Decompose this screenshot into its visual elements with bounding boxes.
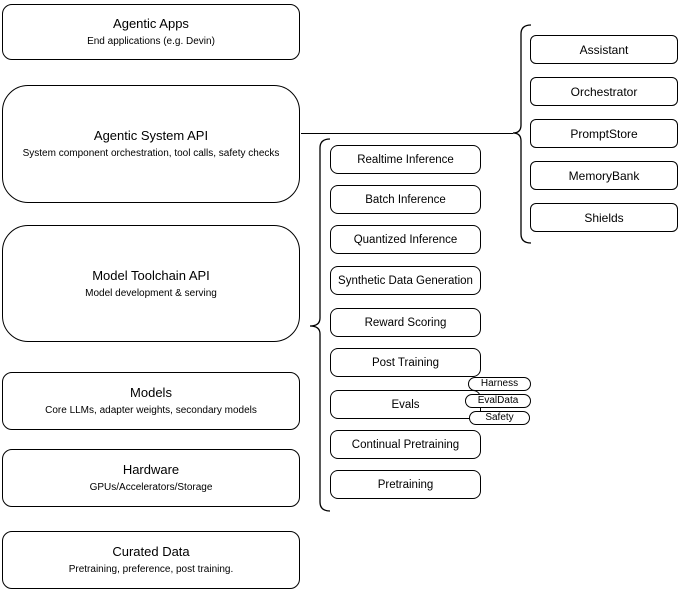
node-label: Continual Pretraining [351,438,460,451]
node-reward-scoring: Reward Scoring [330,308,481,337]
node-synthetic-data-generation: Synthetic Data Generation [330,266,481,295]
node-label: Orchestrator [570,84,638,99]
node-title: Hardware [122,462,180,477]
node-label: Pretraining [377,478,434,491]
node-label: Evals [391,398,420,411]
node-label: Realtime Inference [357,153,454,166]
pill-harness: Harness [468,377,531,391]
node-label: Reward Scoring [364,316,447,329]
brace-model-toolchain-group [309,138,331,512]
node-orchestrator: Orchestrator [530,77,678,106]
pill-label: Harness [480,378,519,389]
node-title: Agentic Apps [113,16,189,31]
node-evals: Evals [330,390,481,419]
node-model-toolchain-api: Model Toolchain API Model development & … [2,225,300,342]
node-title: Models [130,385,172,400]
brace-agentic-system-group [512,24,532,244]
node-quantized-inference: Quantized Inference [330,225,481,254]
node-subtitle: Pretraining, preference, post training. [68,564,234,575]
node-promptstore: PromptStore [530,119,678,148]
node-label: Batch Inference [365,193,446,206]
node-batch-inference: Batch Inference [330,185,481,214]
node-realtime-inference: Realtime Inference [330,145,481,174]
node-subtitle: Core LLMs, adapter weights, secondary mo… [45,405,257,416]
node-pretraining: Pretraining [330,470,481,499]
node-subtitle: GPUs/Accelerators/Storage [89,482,213,493]
node-agentic-system-api: Agentic System API System component orch… [2,85,300,203]
node-label: Assistant [579,42,629,57]
node-subtitle: System component orchestration, tool cal… [22,148,280,159]
node-label: Synthetic Data Generation [338,274,473,287]
node-curated-data: Curated Data Pretraining, preference, po… [2,531,300,589]
node-models: Models Core LLMs, adapter weights, secon… [2,372,300,430]
node-memorybank: MemoryBank [530,161,678,190]
pill-label: EvalData [477,395,519,406]
node-title: Agentic System API [93,128,209,143]
node-label: Post Training [371,356,440,369]
node-title: Curated Data [112,544,190,559]
node-hardware: Hardware GPUs/Accelerators/Storage [2,449,300,507]
pill-evaldata: EvalData [465,394,531,408]
node-agentic-apps: Agentic Apps End applications (e.g. Devi… [2,4,300,60]
node-subtitle: Model development & serving [85,287,217,299]
node-label: Shields [584,210,624,225]
node-shields: Shields [530,203,678,232]
node-label: Quantized Inference [353,233,458,246]
node-label: PromptStore [570,126,638,141]
node-assistant: Assistant [530,35,678,64]
node-label: MemoryBank [568,168,640,183]
pill-safety: Safety [469,411,530,425]
node-continual-pretraining: Continual Pretraining [330,430,481,459]
node-title: Model Toolchain API [92,267,210,283]
node-post-training: Post Training [330,348,481,377]
node-subtitle: End applications (e.g. Devin) [87,36,215,47]
pill-label: Safety [485,412,514,423]
